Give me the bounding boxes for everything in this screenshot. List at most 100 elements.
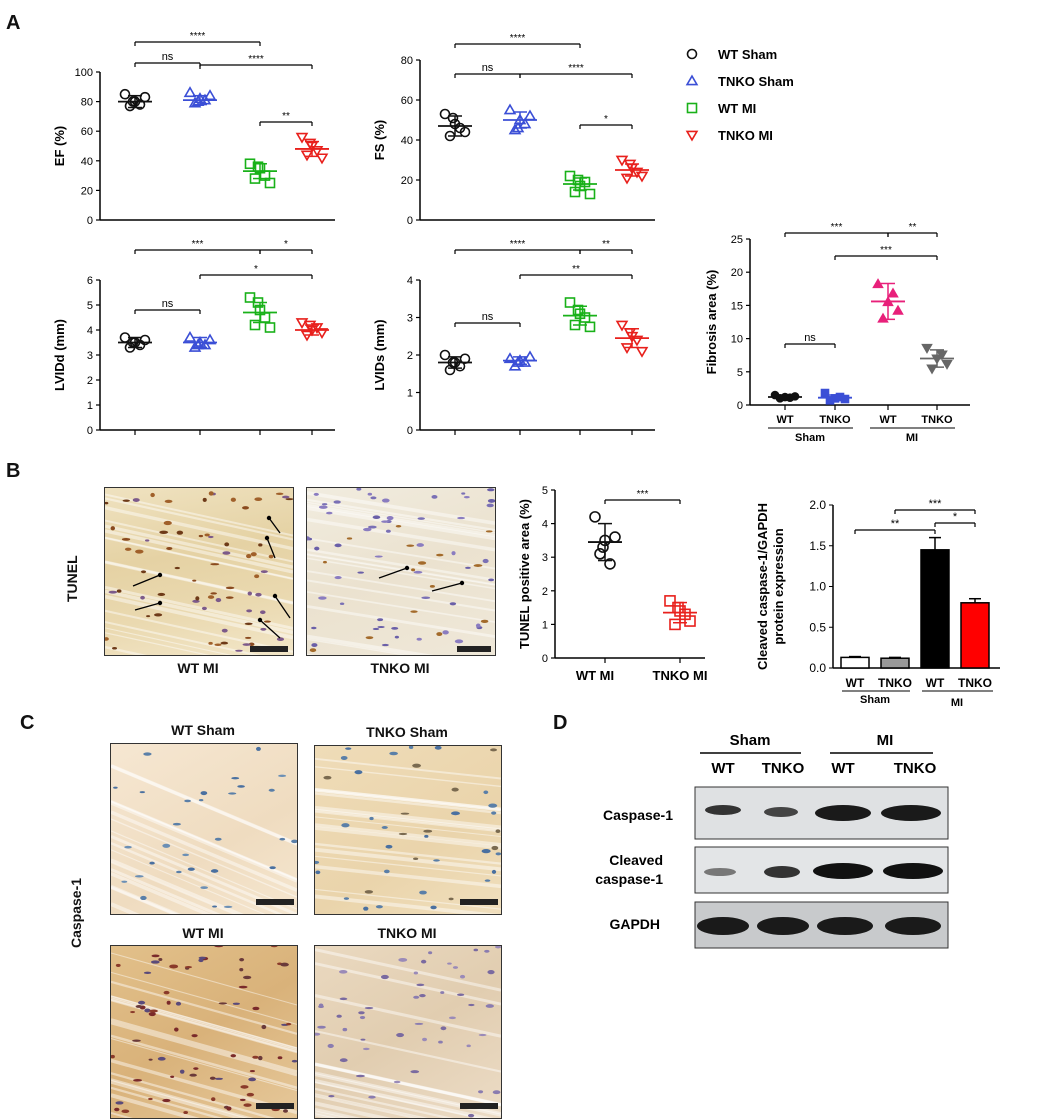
- legend-marker-3: [685, 130, 699, 142]
- cell-nucleus: [254, 574, 260, 579]
- tissue-fiber: [315, 948, 501, 992]
- tissue-fiber: [315, 1101, 392, 1118]
- cell-nucleus: [429, 585, 435, 588]
- cell-nucleus: [230, 497, 236, 502]
- cell-nucleus: [380, 974, 389, 980]
- cell-nucleus: [491, 845, 499, 851]
- cell-nucleus: [359, 1015, 366, 1020]
- cell-nucleus: [346, 537, 353, 540]
- y-tick-label: 1.0: [809, 580, 826, 594]
- y-tick-label: 1: [407, 388, 413, 400]
- cell-nucleus: [270, 946, 278, 948]
- cell-nucleus: [440, 991, 445, 995]
- x-category-label: WT: [776, 414, 793, 426]
- tissue-fiber: [111, 1034, 297, 1090]
- cell-nucleus: [428, 951, 433, 955]
- cell-nucleus: [323, 775, 332, 780]
- tissue-fiber: [307, 503, 495, 538]
- cell-nucleus: [451, 787, 459, 792]
- tissue-fiber: [111, 800, 297, 881]
- cell-nucleus: [184, 966, 193, 969]
- cell-nucleus: [419, 993, 426, 998]
- cell-nucleus: [166, 1000, 171, 1005]
- cell-nucleus: [365, 636, 374, 640]
- cell-nucleus: [291, 1059, 297, 1063]
- cell-nucleus: [174, 1027, 179, 1032]
- arrow-line: [266, 537, 276, 559]
- cell-nucleus: [150, 492, 155, 498]
- arrow-line: [268, 517, 281, 534]
- sig-label: *: [604, 114, 608, 125]
- data-point: [459, 126, 471, 138]
- cell-nucleus: [164, 499, 173, 503]
- tissue-fiber: [105, 524, 293, 569]
- tunel-tnko-mi-image: [306, 487, 496, 656]
- cell-nucleus: [381, 498, 390, 503]
- y-tick-label: 5: [737, 367, 743, 379]
- cell-nucleus: [413, 857, 419, 861]
- cell-nucleus: [488, 803, 498, 808]
- cell-nucleus: [367, 492, 373, 496]
- ihc-tnko-mi-image: [314, 945, 502, 1119]
- scale-bar: [250, 646, 288, 652]
- cell-nucleus: [457, 993, 465, 997]
- cell-nucleus: [321, 503, 328, 506]
- cell-nucleus: [113, 786, 118, 789]
- arrow-line: [431, 582, 463, 592]
- data-point: [584, 188, 596, 200]
- data-point: [264, 322, 276, 333]
- y-axis-label-line1: Cleaved caspase-1/GAPDH: [755, 503, 770, 670]
- cell-nucleus: [115, 1101, 124, 1105]
- arrow-head: [266, 515, 272, 521]
- tissue-fiber: [315, 1087, 454, 1118]
- tissue-fiber: [111, 858, 244, 914]
- cell-nucleus: [484, 949, 490, 953]
- cell-nucleus: [214, 837, 222, 841]
- cell-nucleus: [231, 777, 240, 780]
- tissue-fiber: [111, 810, 297, 892]
- cell-nucleus: [442, 630, 449, 635]
- cell-nucleus: [468, 1003, 475, 1007]
- cell-nucleus: [140, 595, 145, 600]
- cell-nucleus: [243, 1103, 252, 1107]
- tissue-fiber: [307, 498, 495, 532]
- cell-nucleus: [436, 553, 444, 557]
- ihc-title-tnko-mi: TNKO MI: [377, 925, 437, 941]
- x-category-label: TNKO: [878, 676, 912, 690]
- sig-label: *: [284, 239, 288, 250]
- tissue-fiber: [315, 847, 501, 872]
- group-label-sham: Sham: [860, 694, 890, 706]
- bar: [920, 549, 950, 669]
- y-tick-label: 60: [401, 95, 413, 107]
- y-tick-label: 4: [542, 519, 548, 531]
- blot-group-sham: Sham: [730, 732, 771, 749]
- cell-nucleus: [215, 598, 222, 603]
- cell-nucleus: [108, 590, 118, 594]
- x-category-label: WT: [846, 676, 865, 690]
- cell-nucleus: [420, 959, 427, 964]
- tissue-fiber: [105, 645, 148, 655]
- data-point: [249, 319, 261, 331]
- cell-nucleus: [317, 1025, 326, 1029]
- ihc-wt-mi-image: [110, 945, 298, 1119]
- cell-nucleus: [246, 1092, 255, 1097]
- tissue-fiber: [307, 570, 495, 603]
- data-point: [310, 146, 324, 157]
- cell-nucleus: [214, 946, 224, 948]
- cell-nucleus: [166, 546, 173, 550]
- cell-nucleus: [398, 832, 408, 836]
- cell-nucleus: [242, 506, 249, 510]
- x-category-label: WT: [879, 414, 896, 426]
- cell-nucleus: [242, 643, 251, 646]
- cell-nucleus: [148, 1097, 153, 1101]
- data-point: [921, 343, 933, 354]
- cell-nucleus: [416, 983, 425, 987]
- cell-nucleus: [111, 1054, 115, 1059]
- cell-nucleus: [260, 627, 267, 631]
- cell-nucleus: [140, 895, 147, 901]
- cell-nucleus: [278, 774, 287, 778]
- sig-label: **: [282, 111, 290, 122]
- tissue-fiber: [111, 801, 297, 883]
